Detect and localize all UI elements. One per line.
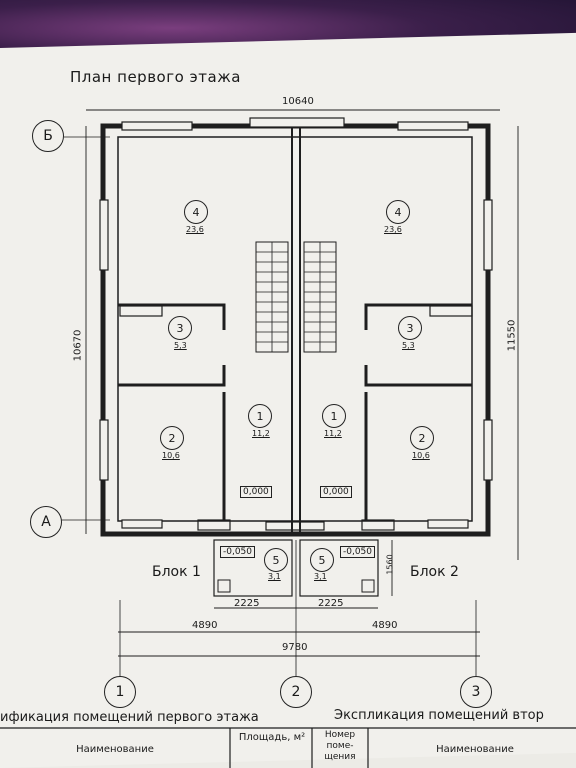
room-area: 5,3 [402, 341, 415, 350]
room-area: 11,2 [252, 429, 270, 438]
dim-right: 11550 [506, 319, 518, 352]
dim-half-left: 4890 [192, 620, 218, 631]
room-number: 3 [398, 316, 422, 340]
room-area: 23,6 [384, 225, 402, 234]
table-header-room-number: Номер поме- щения [324, 730, 356, 762]
room-number: 5 [310, 548, 334, 572]
explication-title-left: ификация помещений первого этажа [0, 710, 259, 725]
dim-porch-height: 1560 [385, 554, 395, 575]
porch-level-left: -0,050 [220, 546, 256, 558]
dim-half-right: 4890 [372, 620, 398, 631]
dim-porch-left: 2225 [234, 598, 260, 609]
room-area: 10,6 [412, 451, 430, 460]
dim-porch-right: 2225 [318, 598, 344, 609]
axis-marker-a: А [30, 506, 62, 538]
room-number: 2 [410, 426, 434, 450]
table-header-area: Площадь, м² [238, 732, 306, 743]
dim-top: 10640 [282, 96, 314, 107]
axis-marker-1: 1 [104, 676, 136, 708]
dim-left: 10670 [72, 329, 84, 362]
block-2-label: Блок 2 [410, 564, 459, 580]
outer-wall [100, 123, 491, 537]
room-number: 1 [322, 404, 346, 428]
dim-total: 9780 [282, 642, 308, 653]
room-number: 5 [264, 548, 288, 572]
axis-marker-2: 2 [280, 676, 312, 708]
room-number: 3 [168, 316, 192, 340]
room-number: 2 [160, 426, 184, 450]
block-1-label: Блок 1 [152, 564, 201, 580]
room-area: 3,1 [268, 572, 281, 581]
room-number: 1 [248, 404, 272, 428]
room-area: 5,3 [174, 341, 187, 350]
porch-level-right: -0,050 [340, 546, 376, 558]
floor-level-right: 0,000 [320, 486, 352, 498]
room-number: 4 [184, 200, 208, 224]
room-area: 10,6 [162, 451, 180, 460]
inner-wall-line [117, 136, 473, 522]
table-header-name: Наименование [76, 744, 154, 755]
room-area: 11,2 [324, 429, 342, 438]
room-area: 23,6 [186, 225, 204, 234]
plan-title: План первого этажа [70, 68, 241, 86]
explication-title-right: Экспликация помещений втор [334, 708, 544, 723]
axis-marker-b: Б [32, 120, 64, 152]
axis-marker-3: 3 [460, 676, 492, 708]
table-header-name-right: Наименование [436, 744, 514, 755]
floor-level-left: 0,000 [240, 486, 272, 498]
room-number: 4 [386, 200, 410, 224]
room-area: 3,1 [314, 572, 327, 581]
